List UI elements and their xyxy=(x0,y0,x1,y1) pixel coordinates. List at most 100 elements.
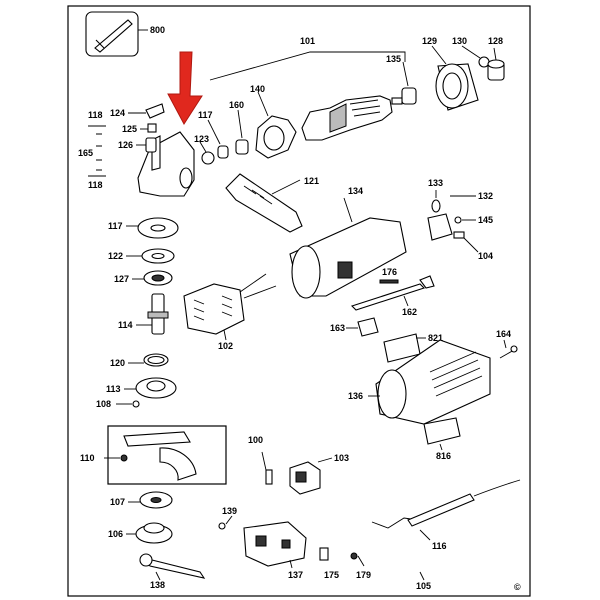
part-160-bearing[interactable]: 160 xyxy=(229,100,249,155)
callout-162: 162 xyxy=(402,307,417,317)
part-800-tool-box[interactable]: 800 xyxy=(85,11,165,57)
part-122-washer[interactable]: 122 xyxy=(108,248,175,264)
part-133-brush[interactable]: 133 xyxy=(428,178,443,213)
callout-125: 125 xyxy=(122,124,137,134)
part-163-button[interactable]: 163 xyxy=(330,317,379,337)
callout-130: 130 xyxy=(452,36,467,46)
callout-140: 140 xyxy=(250,84,265,94)
callout-800: 800 xyxy=(150,25,165,35)
part-134-motor-housing[interactable]: 134 xyxy=(289,186,407,299)
callout-121: 121 xyxy=(304,176,319,186)
callout-135: 135 xyxy=(386,54,401,64)
part-135-bearing[interactable]: 135 xyxy=(386,54,417,105)
callout-163: 163 xyxy=(330,323,345,333)
callout-118-bottom: 118 xyxy=(88,180,103,190)
part-101-leader: 101 xyxy=(209,36,406,81)
callout-118-top: 118 xyxy=(88,110,103,120)
part-108-screw[interactable]: 108 xyxy=(96,399,140,409)
part-104-brush[interactable]: 104 xyxy=(453,231,493,261)
part-armature[interactable] xyxy=(301,95,403,141)
part-136-body-housing[interactable]: 136 xyxy=(348,339,491,425)
callout-110: 110 xyxy=(80,453,95,463)
part-164-screw[interactable]: 164 xyxy=(496,329,518,359)
callout-134: 134 xyxy=(348,186,363,196)
callout-124: 124 xyxy=(110,108,125,118)
callout-127: 127 xyxy=(114,274,129,284)
callout-106: 106 xyxy=(108,529,123,539)
part-100-cable[interactable]: 100 xyxy=(248,435,273,485)
callout-105: 105 xyxy=(416,581,431,591)
callout-160: 160 xyxy=(229,100,244,110)
part-130-washer[interactable]: 130 xyxy=(452,36,490,68)
callout-145: 145 xyxy=(478,215,493,225)
part-140-bearing-plate[interactable]: 140 xyxy=(250,84,297,159)
part-127-bearing[interactable]: 127 xyxy=(114,270,173,286)
callout-100: 100 xyxy=(248,435,263,445)
part-132-brush-holder[interactable]: 132 xyxy=(427,191,493,241)
callout-136: 136 xyxy=(348,391,363,401)
part-126-pin[interactable]: 126 xyxy=(118,137,157,153)
callout-104: 104 xyxy=(478,251,493,261)
callout-114: 114 xyxy=(118,320,133,330)
callout-179: 179 xyxy=(356,570,371,580)
part-118-screws[interactable]: 118 118 165 xyxy=(78,110,106,190)
part-125-spring[interactable]: 125 xyxy=(122,123,157,134)
callout-164: 164 xyxy=(496,329,511,339)
part-123-seal[interactable]: 123 xyxy=(194,134,215,165)
callout-102: 102 xyxy=(218,341,233,351)
diagram-border xyxy=(67,5,531,597)
part-176-strip[interactable]: 176 xyxy=(379,267,399,284)
part-139-screw[interactable]: 139 xyxy=(218,506,237,530)
part-162-switch-rod[interactable]: 162 xyxy=(350,275,435,317)
callout-128: 128 xyxy=(488,36,503,46)
part-120-ring[interactable]: 120 xyxy=(110,353,169,368)
callout-108: 108 xyxy=(96,399,111,409)
copyright-mark: © xyxy=(514,582,521,592)
part-128-bearing[interactable]: 128 xyxy=(487,36,505,81)
part-103-switch[interactable]: 103 xyxy=(289,453,349,495)
callout-165: 165 xyxy=(78,148,93,158)
part-106-clamp-nut[interactable]: 106 xyxy=(108,522,173,544)
callout-116: 116 xyxy=(432,541,447,551)
callout-132: 132 xyxy=(478,191,493,201)
callout-821: 821 xyxy=(428,333,443,343)
callout-138: 138 xyxy=(150,580,165,590)
callout-101: 101 xyxy=(300,36,315,46)
part-137-rear-cover[interactable]: 137 xyxy=(243,521,307,580)
callout-133: 133 xyxy=(428,178,443,188)
part-110-guard[interactable]: 110 xyxy=(80,425,227,485)
callout-122: 122 xyxy=(108,251,123,261)
part-117-gear[interactable]: 117 xyxy=(108,217,179,239)
callout-175: 175 xyxy=(324,570,339,580)
callout-103: 103 xyxy=(334,453,349,463)
part-102-field-coil[interactable]: 102 xyxy=(183,273,277,351)
part-116-cord-guard[interactable]: 116 xyxy=(371,517,447,551)
part-124-clip[interactable]: 124 xyxy=(110,103,165,119)
part-121-side-handle[interactable]: 121 xyxy=(225,173,319,233)
part-129-housing[interactable]: 129 xyxy=(422,36,479,111)
callout-129: 129 xyxy=(422,36,437,46)
part-179-screw[interactable]: 179 xyxy=(350,552,371,580)
callout-137: 137 xyxy=(288,570,303,580)
callout-113: 113 xyxy=(106,384,121,394)
callout-816: 816 xyxy=(436,451,451,461)
callout-126: 126 xyxy=(118,140,133,150)
callout-139: 139 xyxy=(222,506,237,516)
callout-117-gear: 117 xyxy=(108,221,123,231)
callout-117-top: 117 xyxy=(198,110,213,120)
part-107-nut[interactable]: 107 xyxy=(110,491,173,509)
callout-107: 107 xyxy=(110,497,125,507)
callout-176: 176 xyxy=(382,267,397,277)
callout-120: 120 xyxy=(110,358,125,368)
part-114-spindle[interactable]: 114 xyxy=(118,293,169,335)
part-117-small-bearing[interactable]: 117 xyxy=(198,110,229,159)
highlight-arrow xyxy=(167,51,203,125)
part-105-power-cord[interactable]: 105 xyxy=(407,479,521,591)
part-138-spanner[interactable]: 138 xyxy=(139,553,206,590)
part-816-label[interactable]: 816 xyxy=(423,417,461,461)
part-175-clip[interactable]: 175 xyxy=(319,547,339,580)
callout-123: 123 xyxy=(194,134,209,144)
part-145-spring[interactable]: 145 xyxy=(454,215,493,225)
part-113-flange[interactable]: 113 xyxy=(106,377,177,399)
